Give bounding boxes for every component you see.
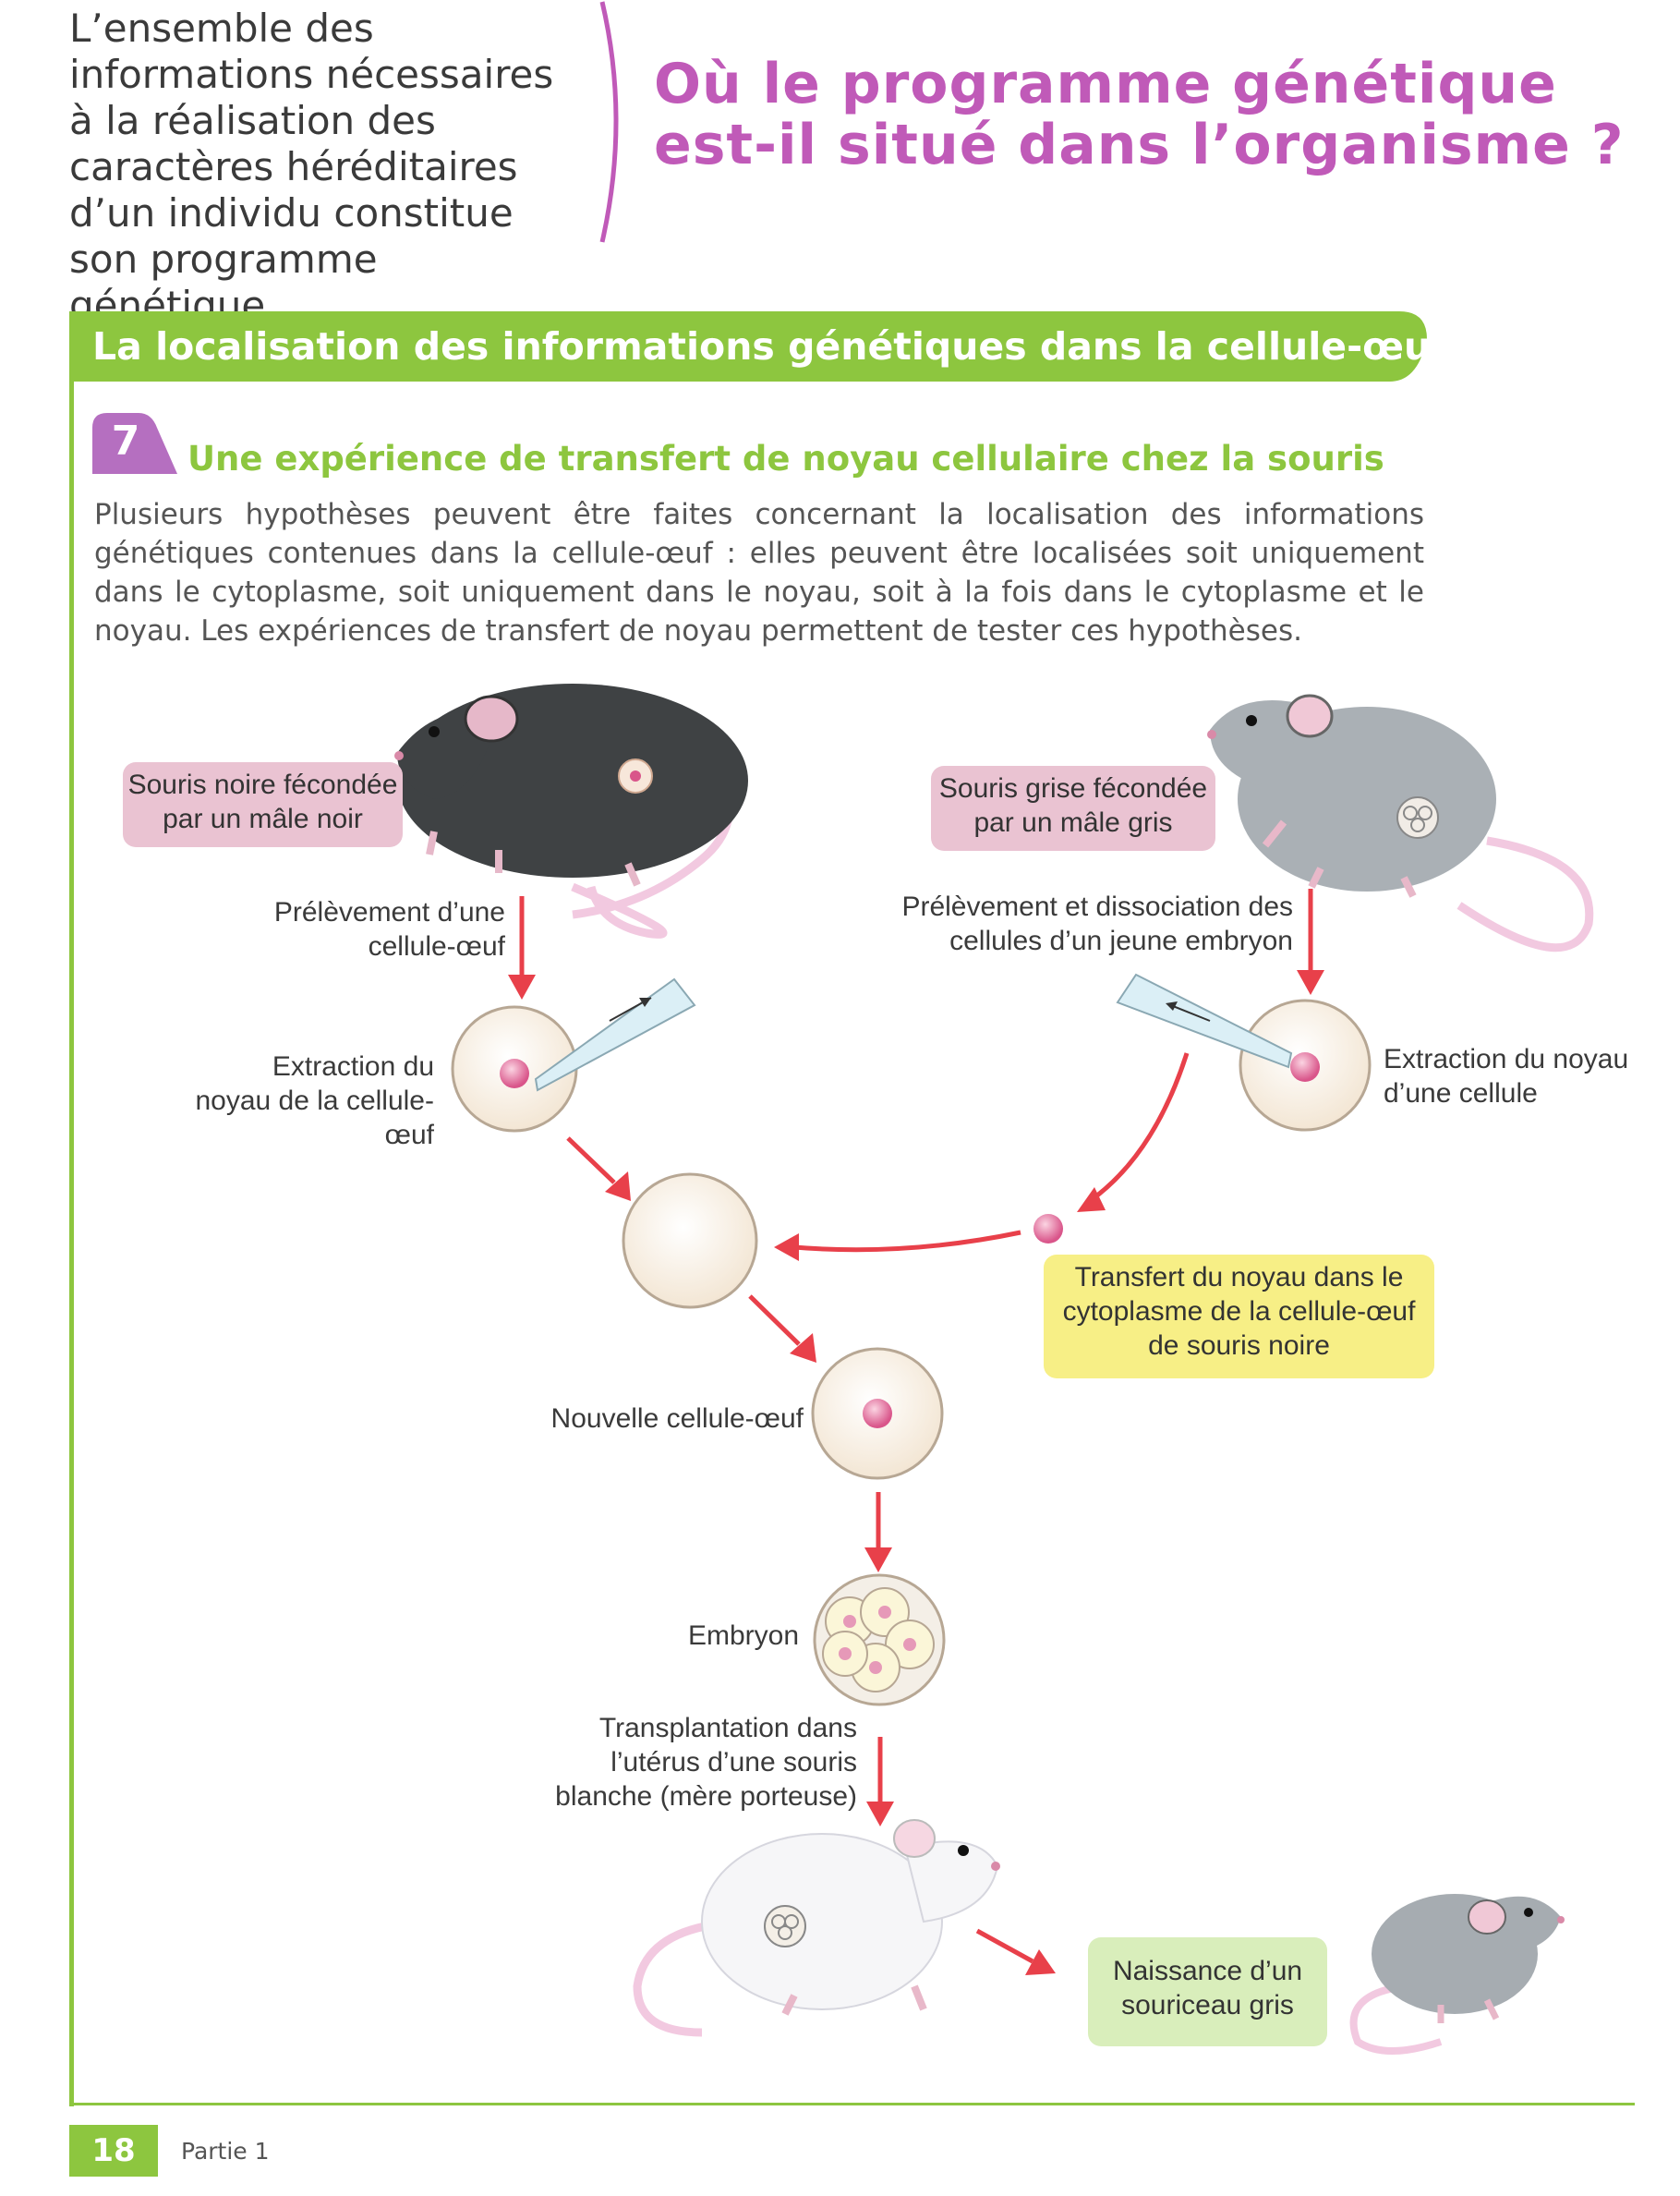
white-mouse-illustration — [633, 1819, 1000, 2037]
arrow-nucleus-to-egg — [774, 1230, 1021, 1261]
label-extraction-cell: Extraction du noyau d’une cellule — [1384, 1044, 1629, 1109]
document-number: 7 — [111, 418, 140, 465]
egg-cell-left — [451, 977, 696, 1133]
arrow-to-white-mouse — [866, 1737, 894, 1826]
label-transfer: Transfert du noyau dans le cytoplasme de… — [1044, 1255, 1434, 1378]
enucleated-egg-cell — [622, 1172, 758, 1309]
grey-pup-illustration — [1349, 1894, 1565, 2055]
section-title: La localisation des informations génétiq… — [92, 324, 1447, 369]
document-text: Plusieurs hypothèses peuvent être faites… — [94, 498, 1424, 648]
label-sampling-embryo: Prélèvement et dissociation des cellules… — [901, 892, 1293, 956]
arrow-black-down — [508, 896, 536, 1000]
page-question: Où le programme génétique est-il situé d… — [654, 52, 1625, 177]
black-mouse-illustration — [394, 684, 748, 939]
embryo-cell-right — [1116, 973, 1372, 1132]
label-extraction-egg: Extraction du noyau de la cellule-œuf — [195, 1051, 434, 1150]
arrow-to-embryo — [864, 1492, 892, 1572]
arrow-to-birth — [975, 1928, 1056, 1975]
isolated-nucleus — [1033, 1214, 1063, 1244]
arrow-left-egg-to-center — [566, 1136, 631, 1201]
document-title: Une expérience de transfert de noyau cel… — [187, 439, 1384, 479]
page-number-background — [69, 2125, 158, 2177]
document-badge — [92, 413, 177, 474]
page-number: 18 — [91, 2132, 136, 2169]
label-embryo: Embryon — [687, 1620, 799, 1651]
label-black-mouse: Souris noire fécondée par un mâle noir — [123, 762, 403, 847]
arrow-right-curve — [1077, 1052, 1190, 1212]
label-sampling-egg: Prélèvement d’une cellule-œuf — [273, 897, 505, 962]
label-transplant: Transplantation dans l’utérus d’une sour… — [555, 1713, 857, 1812]
new-egg-cell — [811, 1347, 944, 1480]
label-new-egg: Nouvelle cellule-œuf — [550, 1403, 804, 1434]
chevron-divider — [599, 1, 619, 243]
frame-bottom — [69, 2103, 1635, 2105]
arrow-grey-down — [1297, 889, 1324, 995]
part-label: Partie 1 — [181, 2138, 270, 2165]
label-birth: Naissance d’un souriceau gris — [1088, 1937, 1327, 2046]
frame-left — [69, 379, 74, 2106]
label-grey-mouse: Souris grise fécondée par un mâle gris — [931, 766, 1215, 851]
embryo-illustration — [813, 1573, 946, 1706]
grey-mouse-illustration — [1207, 694, 1594, 952]
arrow-to-new-egg — [748, 1294, 816, 1363]
intro-text: L’ensemble des informations nécessaires … — [69, 6, 554, 328]
section-band — [69, 311, 1427, 382]
